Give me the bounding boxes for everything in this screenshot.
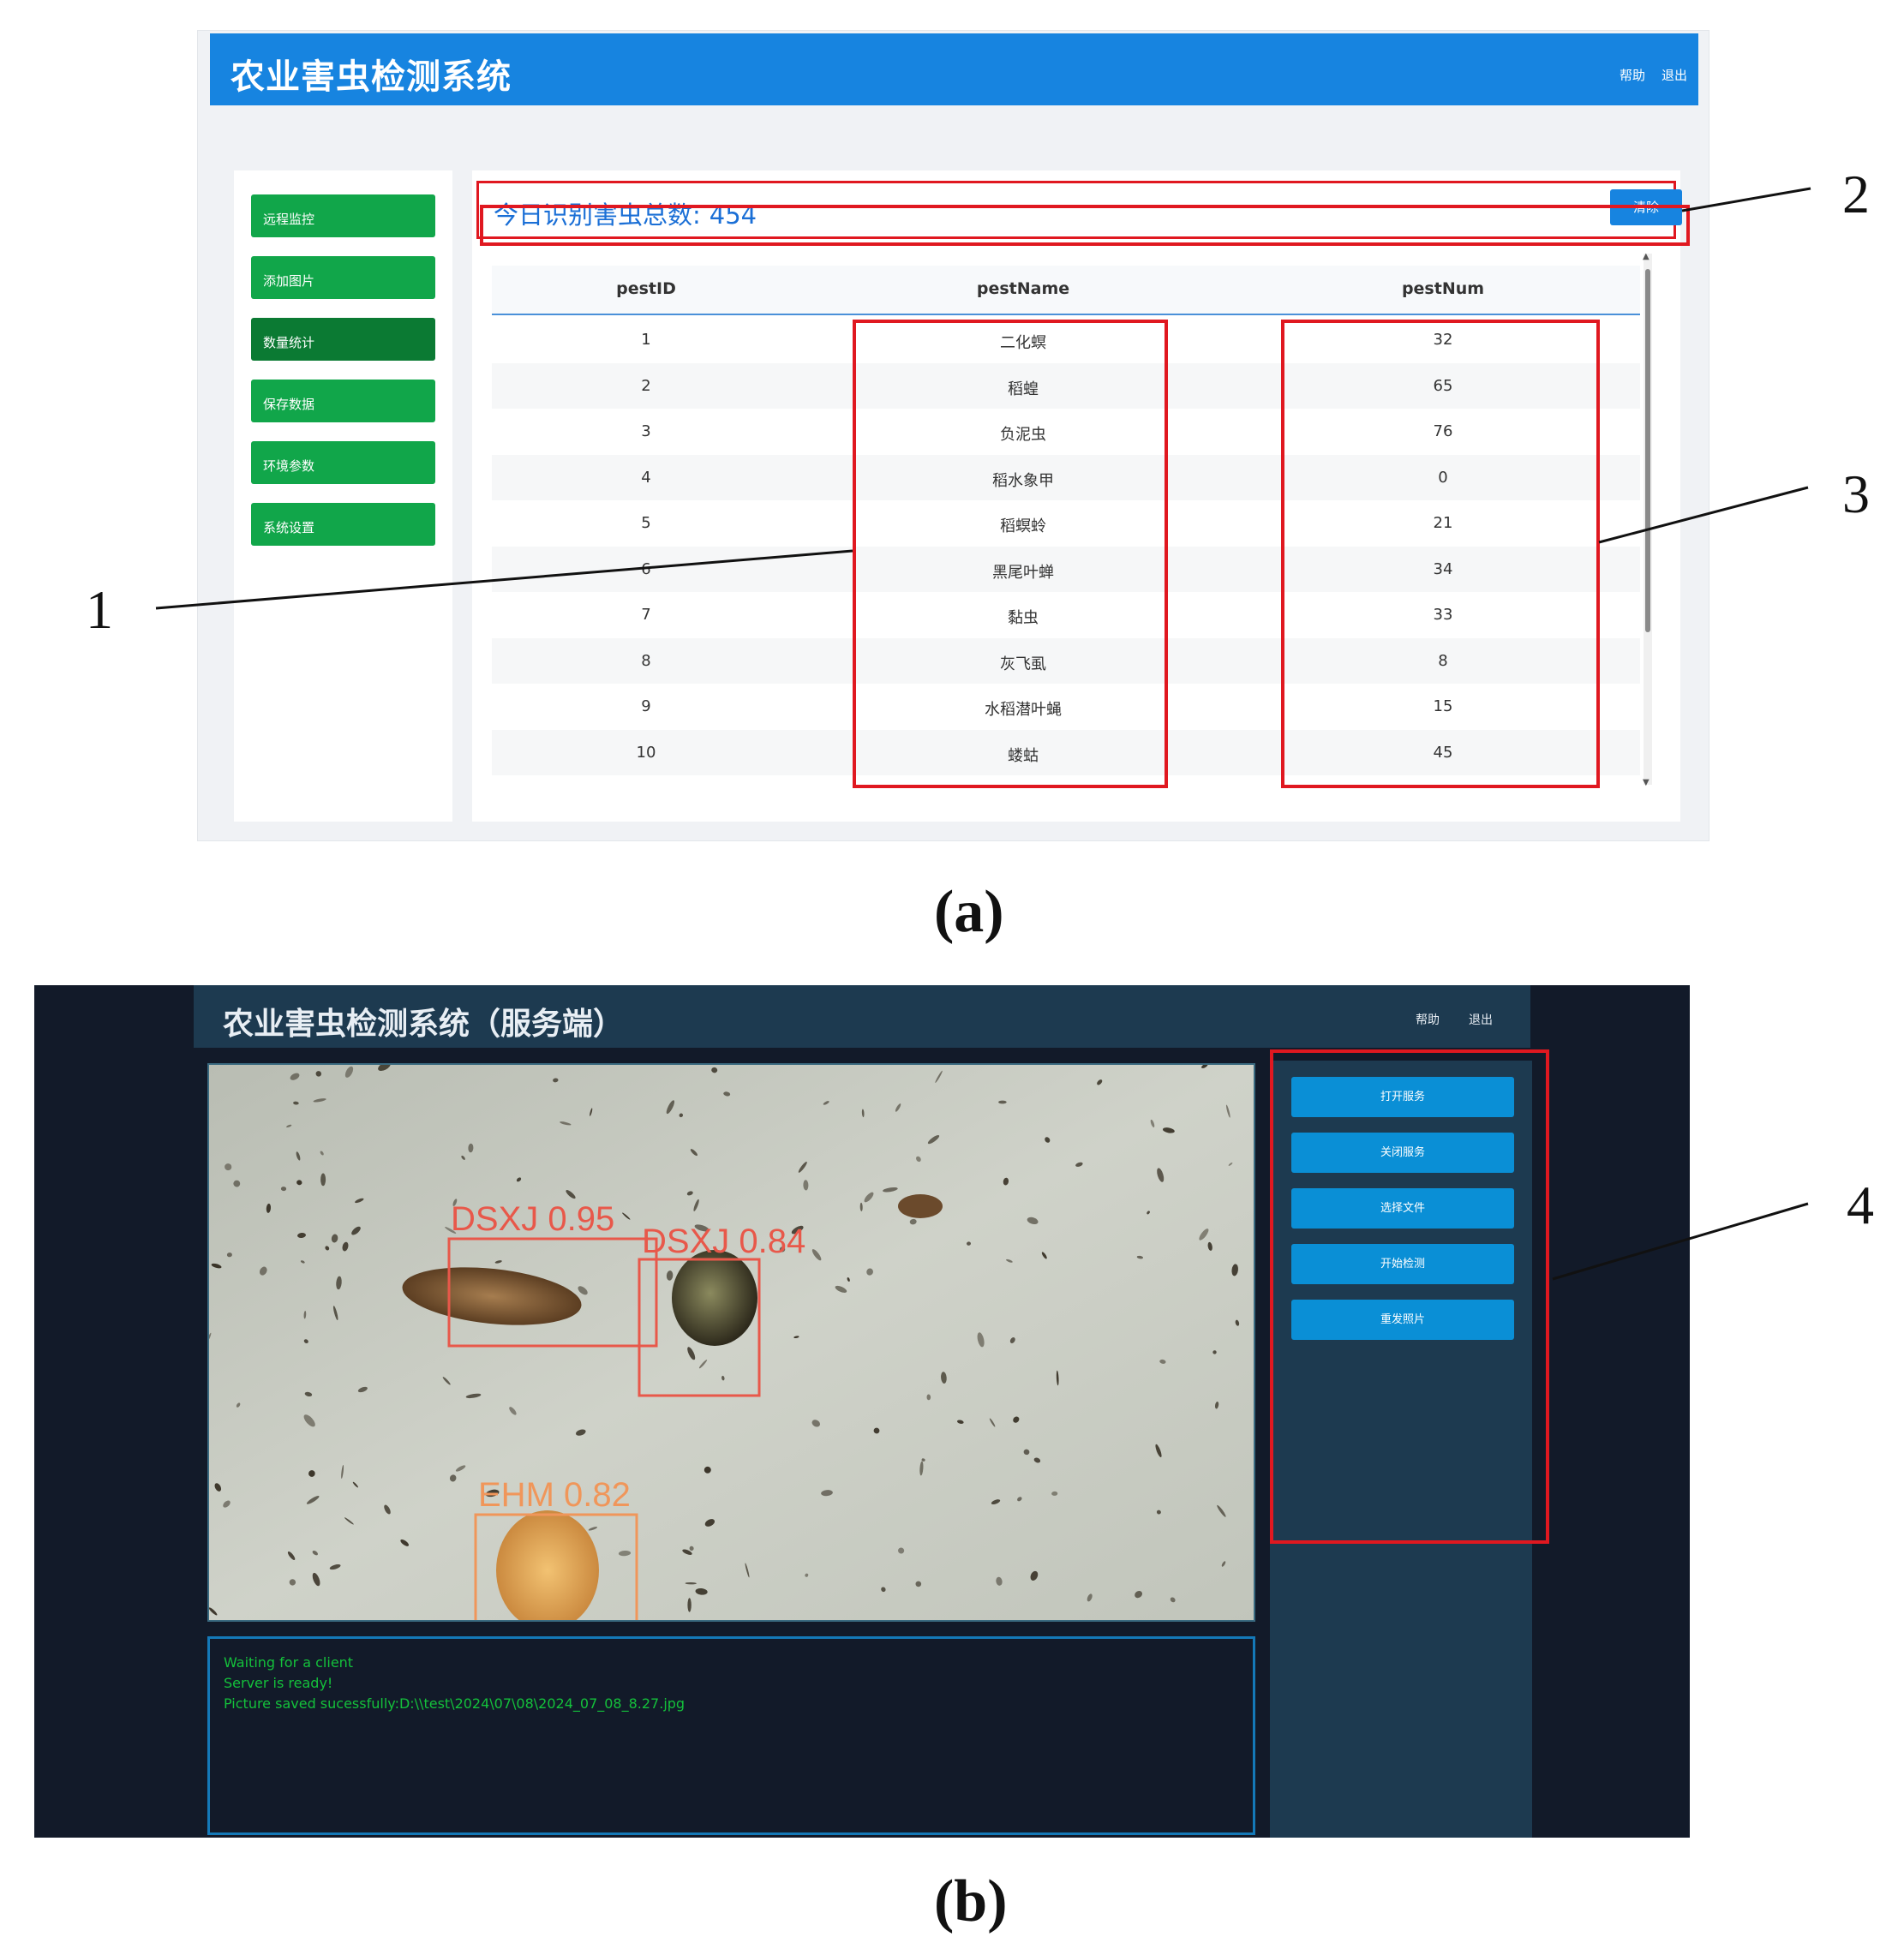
sidebar-item-environment[interactable]: 环境参数 [251,441,435,484]
caption-a: (a) [934,879,1004,945]
pest-name-cell: 水稻潜叶蝇 [985,701,1062,719]
scroll-up-arrow-icon[interactable]: ▲ [1643,252,1650,261]
table-row[interactable]: 1 二化螟 32 [492,317,1640,363]
callout-4: 4 [1847,1175,1874,1235]
insect-trap-photo [209,1065,1254,1620]
pest-id-cell: 5 [641,514,651,532]
scroll-down-arrow-icon[interactable]: ▼ [1643,778,1650,787]
table-row[interactable]: 4 稻水象甲 0 [492,454,1640,500]
panel-a-client-window: 农业害虫检测系统 帮助 退出 远程监控 添加图片 数量统计 保存数据 环境参数 … [197,30,1709,841]
sidebar-item-remote-monitor[interactable]: 远程监控 [251,194,435,237]
app-header: 农业害虫检测系统 帮助 退出 [210,33,1698,105]
table-row[interactable]: 3 负泥虫 76 [492,409,1640,455]
pest-num-cell: 32 [1433,331,1453,349]
pest-id-cell: 10 [636,743,656,762]
sidebar-item-save-data[interactable]: 保存数据 [251,380,435,422]
sidebar-item-add-image[interactable]: 添加图片 [251,256,435,299]
sidebar: 远程监控 添加图片 数量统计 保存数据 环境参数 系统设置 [234,170,452,822]
pest-num-cell: 0 [1438,468,1448,487]
help-link[interactable]: 帮助 [1416,1013,1440,1027]
pest-name-cell: 灰飞虱 [1000,655,1046,673]
table-row[interactable]: 7 黏虫 33 [492,592,1640,638]
pest-num-cell: 45 [1433,743,1453,762]
sidebar-item-statistics[interactable]: 数量统计 [251,318,435,361]
table-row[interactable]: 9 水稻潜叶蝇 15 [492,684,1640,730]
pest-id-cell: 3 [641,422,651,440]
sidebar-item-settings[interactable]: 系统设置 [251,503,435,546]
app-title: 农业害虫检测系统 [231,57,512,97]
table-row[interactable]: 10 蝼蛄 45 [492,729,1640,775]
callout-3: 3 [1842,463,1870,524]
server-header: 农业害虫检测系统（服务端） 帮助 退出 [194,985,1530,1048]
pest-num-cell: 65 [1433,376,1453,395]
pest-num-cell: 33 [1433,606,1453,624]
pest-id-cell: 2 [641,376,651,395]
callout-2: 2 [1842,164,1870,224]
column-header-pestname[interactable]: pestName [976,279,1070,298]
table-header: pestID pestName pestNum [492,266,1640,315]
pest-id-cell: 8 [641,651,651,670]
resend-photo-button[interactable]: 重发照片 [1291,1300,1514,1340]
pest-name-cell: 稻水象甲 [992,471,1054,490]
highlight-box-pestnum [1281,320,1600,788]
main-content: 今日识别害虫总数:454 清除 pestID pestName pestNum … [472,170,1682,822]
scrollbar-thumb[interactable] [1645,269,1650,632]
pest-num-cell: 21 [1433,514,1453,532]
logout-link[interactable]: 退出 [1469,1013,1493,1027]
server-control-panel: 打开服务 关闭服务 选择文件 开始检测 重发照片 [1270,1061,1532,1838]
pest-num-cell: 15 [1433,697,1453,715]
open-service-button[interactable]: 打开服务 [1291,1077,1514,1117]
server-title: 农业害虫检测系统（服务端） [223,1007,625,1042]
table-row[interactable]: 5 稻螟蛉 21 [492,500,1640,547]
pest-num-cell: 34 [1433,559,1453,578]
highlight-box-pestname [853,320,1168,788]
log-line-1: Waiting for a client [224,1654,354,1671]
detection-label-3: EHM 0.82 [478,1476,631,1514]
table-row[interactable]: 2 稻蝗 65 [492,362,1640,409]
log-line-3: Picture saved sucessfully:D:\\test\2024\… [224,1695,686,1712]
pest-id-cell: 1 [641,331,651,349]
pest-table: pestID pestName pestNum 1 二化螟 32 2 稻蝗 65 3 负泥虫 7… [492,266,1640,797]
detection-label-2: DSXJ 0.84 [642,1223,806,1260]
callout-lines [155,187,1811,610]
column-header-pestnum[interactable]: pestNum [1401,279,1485,298]
pest-name-cell: 黑尾叶蝉 [992,563,1054,582]
highlight-box-controls [1270,1049,1549,1544]
pest-id-cell: 9 [641,697,651,715]
pest-name-cell: 蝼蛄 [1008,746,1039,765]
pest-id-cell: 4 [641,468,651,487]
detection-image: DSXJ 0.95 DSXJ 0.84 EHM 0.82 [207,1063,1255,1622]
callout-1: 1 [86,579,113,640]
panel-b-server-window: 农业害虫检测系统（服务端） 帮助 退出 [34,985,1690,1838]
pest-name-cell: 二化螟 [1000,334,1046,352]
pest-id-cell: 7 [641,606,651,624]
logout-link[interactable]: 退出 [1662,68,1688,83]
detection-label-1: DSXJ 0.95 [451,1200,615,1238]
callout-line-4 [1552,1202,1809,1281]
pest-num-cell: 76 [1433,422,1453,440]
choose-file-button[interactable]: 选择文件 [1291,1188,1514,1229]
pest-name-cell: 黏虫 [1008,609,1039,627]
highlight-box-total [480,205,1690,246]
column-header-pestid[interactable]: pestID [616,279,676,298]
pest-num-cell: 8 [1438,651,1448,670]
log-line-2: Server is ready! [224,1675,333,1691]
pest-name-cell: 负泥虫 [1000,426,1046,444]
help-link[interactable]: 帮助 [1620,68,1646,83]
pest-name-cell: 稻螟蛉 [1000,517,1046,535]
table-row[interactable]: 8 灰飞虱 8 [492,637,1640,684]
caption-b: (b) [934,1868,1008,1934]
server-log-console[interactable]: Waiting for a client Server is ready! Pi… [207,1636,1255,1835]
start-detection-button[interactable]: 开始检测 [1291,1244,1514,1284]
pest-name-cell: 稻蝗 [1008,380,1039,398]
close-service-button[interactable]: 关闭服务 [1291,1133,1514,1173]
